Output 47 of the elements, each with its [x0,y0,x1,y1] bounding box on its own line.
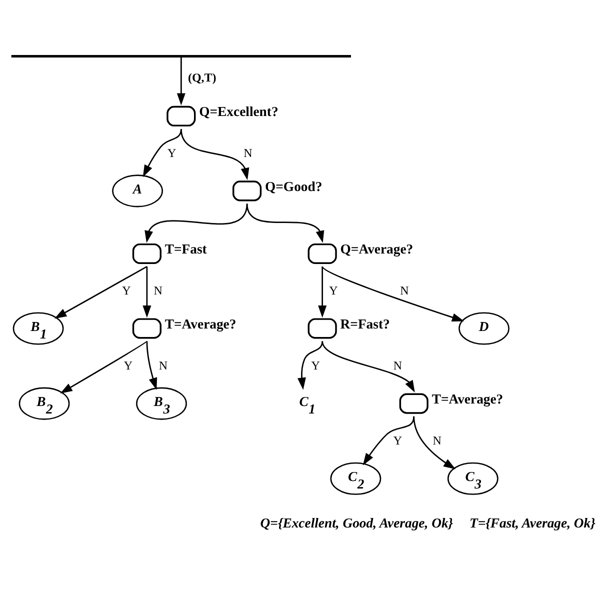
arrow [146,341,158,390]
edge-label: Y [329,284,338,298]
edge-label: Y [122,284,131,298]
node-label: T=Average? [432,391,504,406]
node-label: Q=Excellent? [199,104,278,119]
edge-label: N [158,358,168,373]
arrow [246,204,324,243]
arrow [142,266,152,318]
arrow [297,341,323,390]
edge-label: N [393,358,402,373]
node-ellipse: D [458,312,510,345]
arrow [322,341,415,393]
node-bar [11,55,351,58]
edge-label: Y [167,146,176,160]
edge-label: (Q,T) [188,70,216,85]
node-ellipse [132,243,162,264]
node-ellipse [308,243,337,264]
edge-label: N [400,284,409,298]
arrow [318,266,327,318]
label: Q={Excellent, Good, Average, Ok} [260,516,454,531]
label: T={Fast, Average, Ok} [469,516,596,531]
edge-label: N [432,434,442,448]
arrow [142,128,182,178]
node-ellipse [308,318,337,339]
arrow [60,340,148,394]
arrow [176,57,186,106]
node-ellipse [132,318,162,339]
node-label: T=Average? [164,316,236,332]
edge-label: Y [124,358,132,373]
node-label: Q=Average? [340,242,414,257]
edge-label: Y [393,434,402,448]
arrow [54,266,148,319]
node-ellipse [166,106,196,126]
node-label: R=Fast? [340,316,390,332]
edge-label: Y [311,358,320,373]
arrow [180,128,250,180]
edge-label: N [154,284,162,298]
arrow [144,204,248,243]
arrow [413,416,456,470]
node-ellipse [399,393,428,414]
node-ellipse [232,180,262,202]
node-label: T=Fast [164,242,207,257]
node-ellipse: A [112,174,163,208]
arrow [322,266,464,322]
node-label: Q=Good? [265,178,322,194]
edge-label: N [244,146,252,160]
arrow [362,416,415,466]
